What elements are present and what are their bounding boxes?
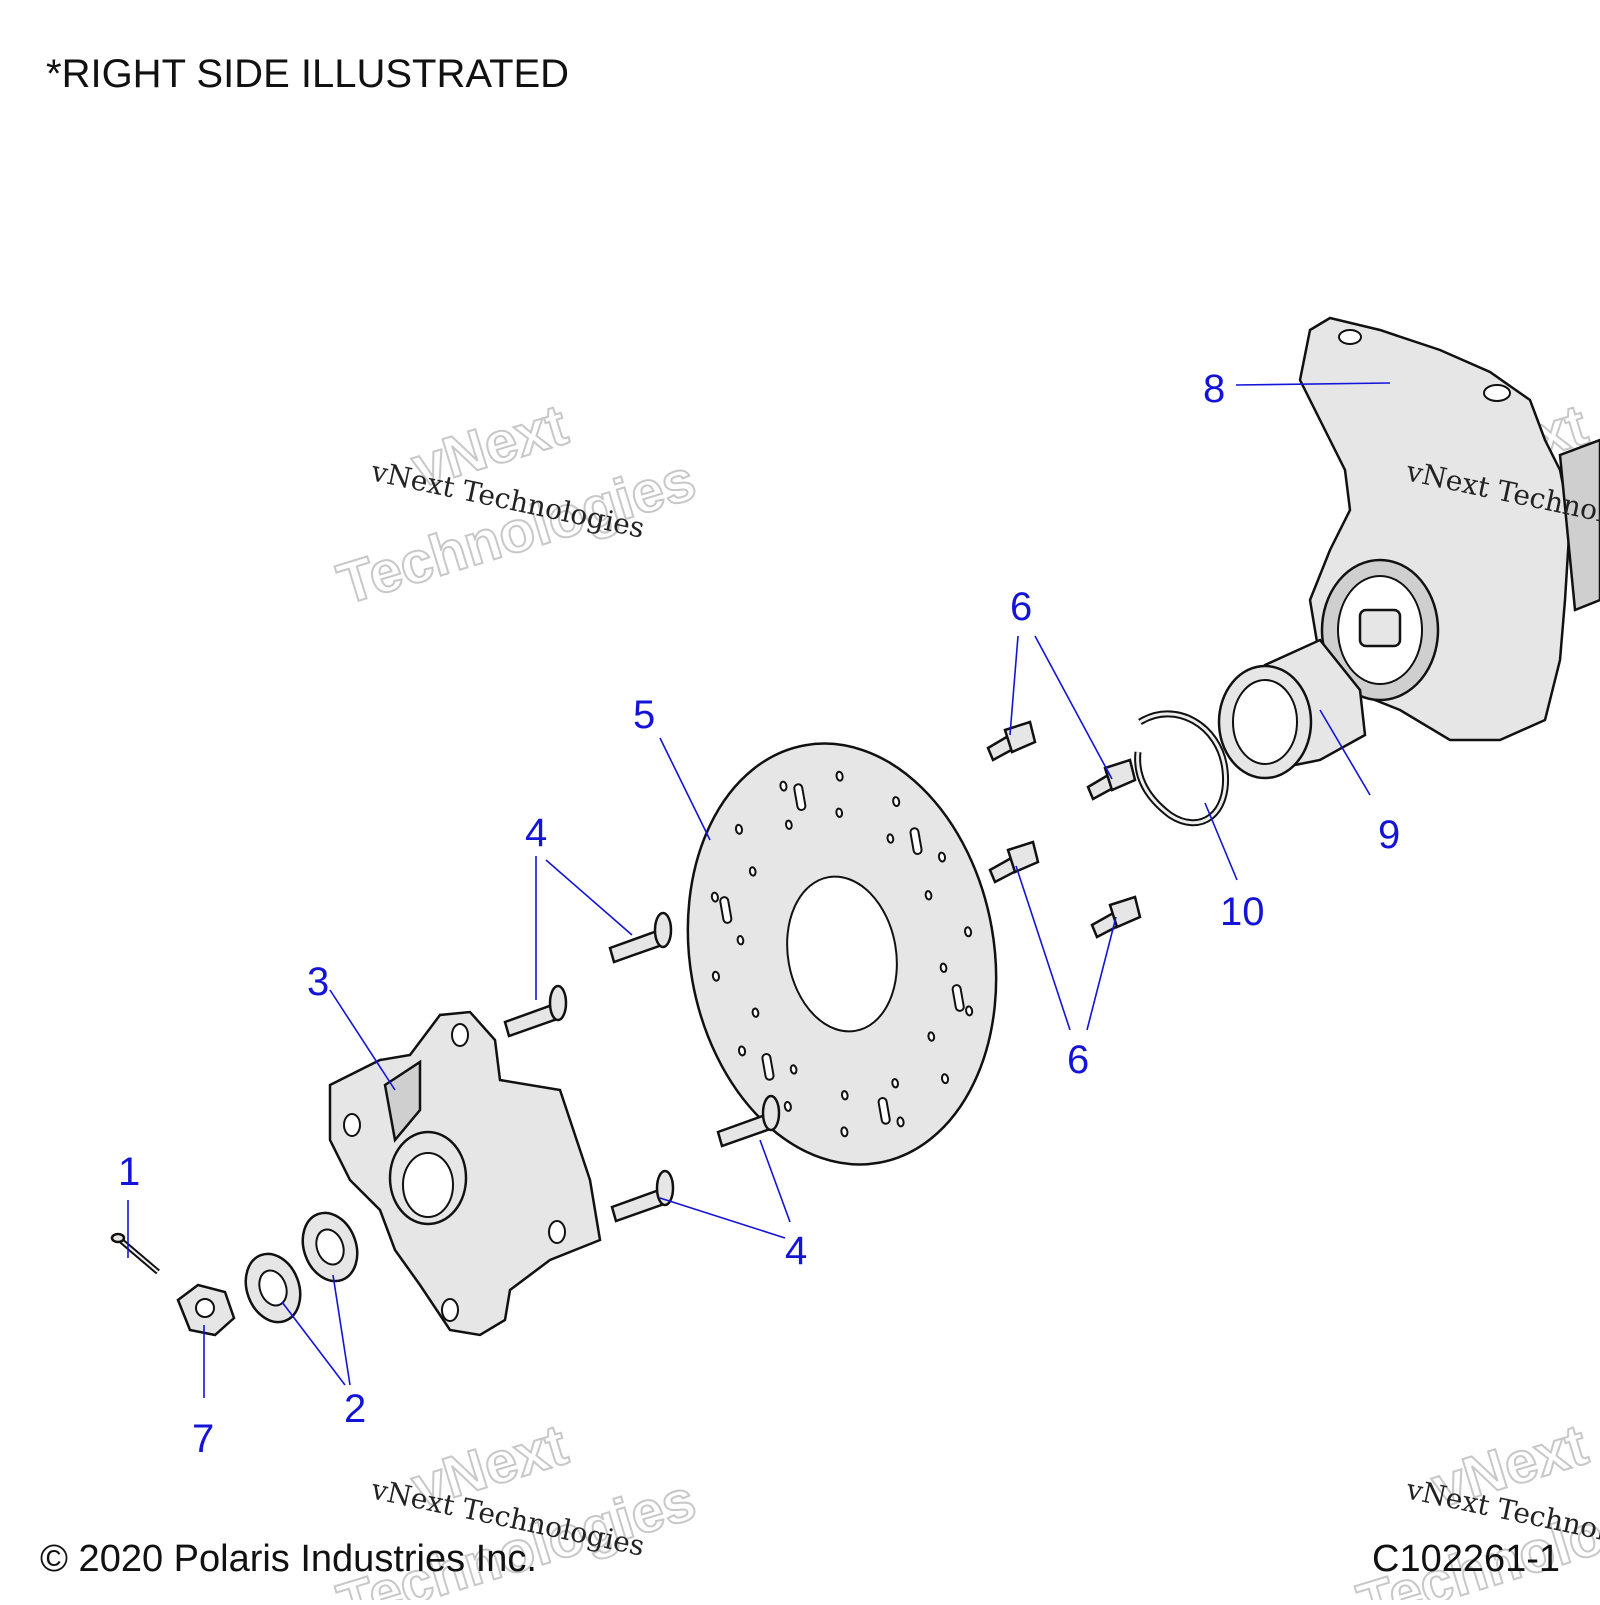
steering-knuckle	[1298, 316, 1600, 742]
caliper-bolts	[986, 720, 1142, 939]
callout-5: 5	[633, 693, 655, 737]
disc-hole	[835, 770, 844, 782]
callout-10: 10	[1220, 890, 1265, 934]
disc-hole	[779, 780, 788, 792]
cotter-pin	[110, 1232, 160, 1275]
callout-2: 2	[344, 1387, 366, 1431]
disc-holes	[710, 770, 974, 1138]
disc-hole	[891, 1078, 900, 1089]
disc-hole	[835, 807, 844, 818]
wheel-studs	[503, 911, 781, 1223]
disc-hole	[939, 962, 948, 973]
disc-hole	[892, 796, 901, 808]
disc-hole	[840, 1126, 849, 1138]
leader-lines	[127, 382, 1391, 1398]
disc-hole	[736, 935, 745, 946]
disc-hole	[924, 890, 933, 901]
washers	[244, 1211, 359, 1324]
disc-slot	[951, 984, 965, 1012]
brake-disc	[686, 742, 998, 1166]
disc-slot	[877, 1096, 891, 1125]
bolt-6c	[988, 840, 1040, 884]
disc-hole	[751, 1007, 760, 1018]
page-heading: *RIGHT SIDE ILLUSTRATED	[46, 52, 570, 96]
disc-hole	[784, 819, 793, 830]
disc-slot	[761, 1053, 775, 1081]
callout-6-top: 6	[1010, 585, 1032, 629]
bolt-6b	[1086, 758, 1137, 801]
stud-4c	[716, 1094, 781, 1148]
bolt-6a	[986, 720, 1037, 762]
disc-hole	[737, 1045, 747, 1057]
disc-hole	[748, 866, 757, 877]
callout-4-top: 4	[525, 811, 547, 855]
castle-nut	[176, 1283, 236, 1337]
callout-6-bottom: 6	[1067, 1038, 1089, 1082]
callout-9: 9	[1378, 813, 1400, 857]
disc-hole	[927, 1031, 936, 1042]
wheel-hub	[328, 1010, 602, 1337]
disc-slot	[793, 783, 807, 812]
disc-hole	[734, 823, 744, 835]
callout-1: 1	[118, 1150, 140, 1194]
disc-hole	[965, 1005, 974, 1017]
disc-hole	[789, 1064, 798, 1075]
washer-2b	[244, 1252, 302, 1324]
wheel-bearing	[1217, 638, 1367, 780]
disc-slot	[719, 896, 733, 924]
disc-hole	[840, 1090, 849, 1101]
disc-hole	[783, 1100, 792, 1112]
disc-hole	[896, 1116, 905, 1128]
stud-4d	[610, 1169, 675, 1223]
snap-ring	[1134, 710, 1230, 827]
callout-7: 7	[192, 1417, 214, 1461]
disc-hole	[937, 851, 947, 863]
callout-3: 3	[307, 960, 329, 1004]
disc-slot	[909, 827, 923, 855]
figure-code: C102261-1	[1372, 1538, 1561, 1580]
disc-hole	[963, 926, 973, 938]
disc-hole	[886, 833, 895, 844]
stud-4b	[503, 984, 568, 1038]
callout-4-bottom: 4	[785, 1229, 807, 1273]
disc-hole	[711, 970, 721, 982]
copyright-notice: © 2020 Polaris Industries Inc.	[40, 1538, 537, 1580]
washer-2a	[301, 1211, 359, 1283]
stud-4a	[608, 911, 673, 964]
disc-hole	[710, 891, 719, 903]
callout-numbers: 1 2 3 4 4 5 6 6 7 8 9 10	[118, 367, 1400, 1461]
disc-hole	[940, 1073, 950, 1085]
callout-8: 8	[1203, 367, 1225, 411]
